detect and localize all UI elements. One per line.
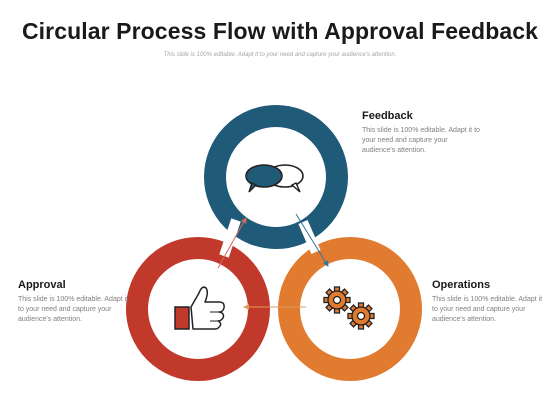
ring-gap-line	[298, 220, 321, 254]
feedback-description: This slide is 100% editable. Adapt it to…	[362, 127, 480, 154]
slide-title: Circular Process Flow with Approval Feed…	[21, 18, 539, 44]
arrow-approval-to-feedback	[217, 217, 247, 269]
operations-ring	[278, 237, 422, 381]
thumbs-up-icon	[174, 286, 225, 330]
approval-description: This slide is 100% editable. Adapt it to…	[18, 296, 129, 323]
gears-icon	[323, 286, 375, 330]
speech-bubbles-icon	[245, 164, 304, 193]
operations-description: This slide is 100% editable. Adapt it to…	[432, 296, 543, 323]
operations-heading: Operations	[432, 279, 491, 291]
feedback-text-block: Feedback This slide is 100% editable. Ad…	[362, 110, 480, 156]
approval-heading: Approval	[18, 279, 66, 291]
feedback-ring	[204, 105, 348, 249]
arrow-feedback-to-operations	[295, 213, 329, 267]
slide-subtitle: This slide is 100% editable. Adapt it to…	[163, 52, 397, 58]
ring-gap-line	[219, 218, 241, 258]
approval-ring	[126, 237, 270, 381]
operations-text-block: Operations This slide is 100% editable. …	[432, 279, 548, 325]
feedback-heading: Feedback	[362, 110, 413, 122]
approval-text-block: Approval This slide is 100% editable. Ad…	[18, 279, 134, 325]
